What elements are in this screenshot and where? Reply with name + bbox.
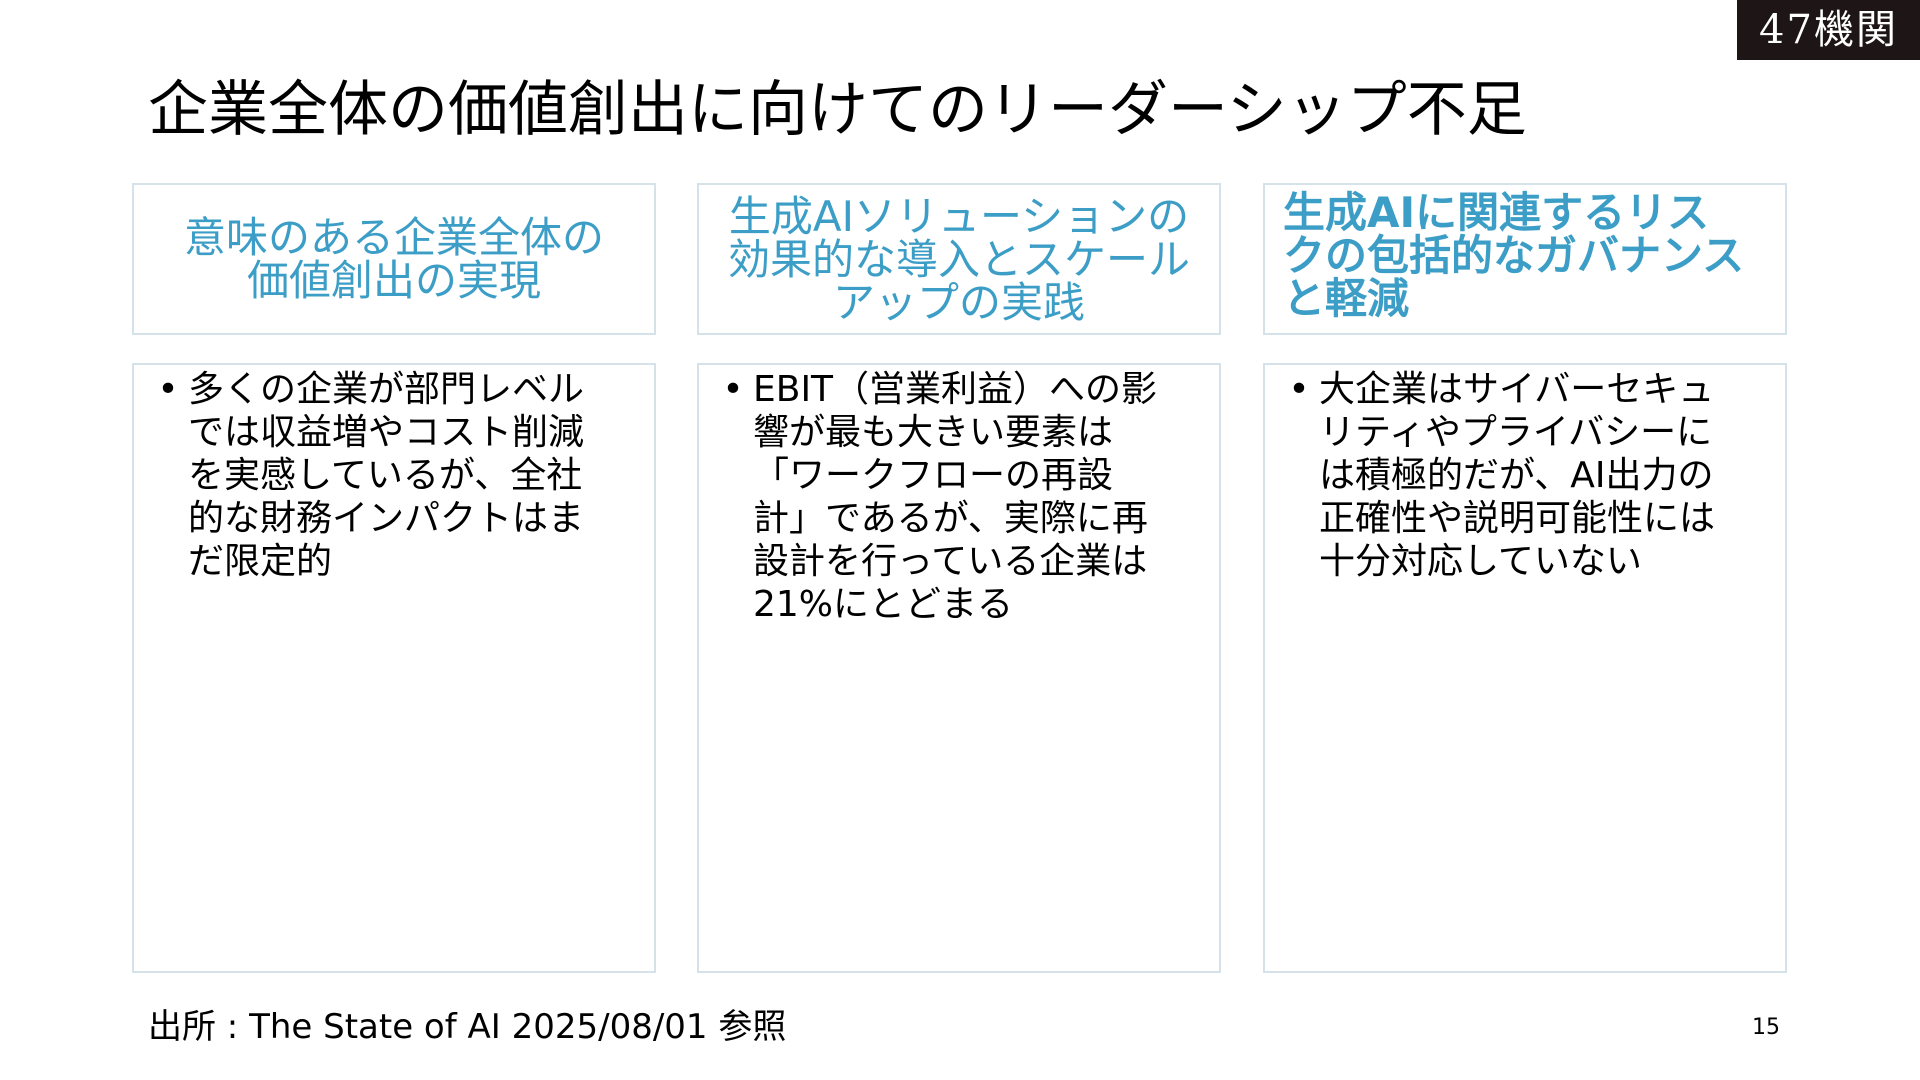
list-item: • 多くの企業が部門レベル では収益増やコスト削減 を実感しているが、全社 的な… [148, 368, 626, 583]
bullet-line: だ限定的 [188, 541, 333, 582]
bullet-text: 多くの企業が部門レベル では収益増やコスト削減 を実感しているが、全社 的な財務… [188, 368, 626, 583]
column-header-2-line: 効果的な導入とスケール [727, 234, 1190, 284]
bullet-line: 響が最も大きい要素は [753, 412, 1114, 453]
bullet-line: 正確性や説明可能性には [1319, 498, 1716, 539]
bullet-text: EBIT（営業利益）への影 響が最も大きい要素は 「ワークフローの再設 計」であ… [753, 368, 1191, 626]
column-header-3: 生成AIに関連するリス クの包括的なガバナンス と軽減 [1263, 183, 1787, 335]
column-header-3-line: と軽減 [1283, 274, 1410, 323]
page-number: 15 [1752, 1015, 1780, 1040]
bullet-line: では収益増やコスト削減 [188, 412, 585, 453]
bullet-line: を実感しているが、全社 [188, 455, 583, 496]
bullet-line: 的な財務インパクトはま [188, 498, 585, 539]
bullet-line: 十分対応していない [1319, 541, 1642, 582]
bullet-icon: • [1288, 369, 1310, 410]
column-body-1: • 多くの企業が部門レベル では収益増やコスト削減 を実感しているが、全社 的な… [132, 363, 656, 973]
bullet-line: 計」であるが、実際に再 [753, 498, 1148, 539]
bullet-line: 大企業はサイバーセキュ [1319, 369, 1715, 410]
bullet-line: は積極的だが、AI出力の [1319, 455, 1714, 496]
column-header-1: 意味のある企業全体の 価値創出の実現 [132, 183, 656, 335]
logo-text: 47機関 [1759, 7, 1898, 53]
column-header-2-line: アップの実践 [832, 277, 1085, 327]
bullet-line: EBIT（営業利益）への影 [753, 369, 1158, 410]
bullet-line: 設計を行っている企業は [753, 541, 1148, 582]
column-header-1-line: 意味のある企業全体の [183, 213, 604, 262]
list-item: • EBIT（営業利益）への影 響が最も大きい要素は 「ワークフローの再設 計」… [713, 368, 1191, 626]
bullet-line: 「ワークフローの再設 [753, 455, 1114, 496]
column-header-3-line: 生成AIに関連するリス [1283, 188, 1710, 237]
column-header-2: 生成AIソリューションの 効果的な導入とスケール アップの実践 [697, 183, 1221, 335]
bullet-line: 多くの企業が部門レベル [188, 369, 585, 410]
bullet-line: 21%にとどまる [753, 584, 1014, 625]
column-header-2-line: 生成AIソリューションの [728, 191, 1190, 241]
source-note: 出所 : The State of AI 2025/08/01 参照 [148, 1007, 787, 1047]
logo: 47機関 [1737, 0, 1920, 60]
page-title: 企業全体の価値創出に向けてのリーダーシップ不足 [148, 75, 1527, 145]
bullet-text: 大企業はサイバーセキュ リティやプライバシーに は積極的だが、AI出力の 正確性… [1319, 368, 1757, 583]
list-item: • 大企業はサイバーセキュ リティやプライバシーに は積極的だが、AI出力の 正… [1279, 368, 1757, 583]
column-body-3: • 大企業はサイバーセキュ リティやプライバシーに は積極的だが、AI出力の 正… [1263, 363, 1787, 973]
bullet-line: リティやプライバシーに [1319, 412, 1713, 453]
bullet-icon: • [722, 369, 744, 410]
bullet-icon: • [157, 369, 179, 410]
column-header-3-line: クの包括的なガバナンス [1283, 231, 1745, 280]
column-body-2: • EBIT（営業利益）への影 響が最も大きい要素は 「ワークフローの再設 計」… [697, 363, 1221, 973]
column-header-1-line: 価値創出の実現 [246, 256, 541, 305]
